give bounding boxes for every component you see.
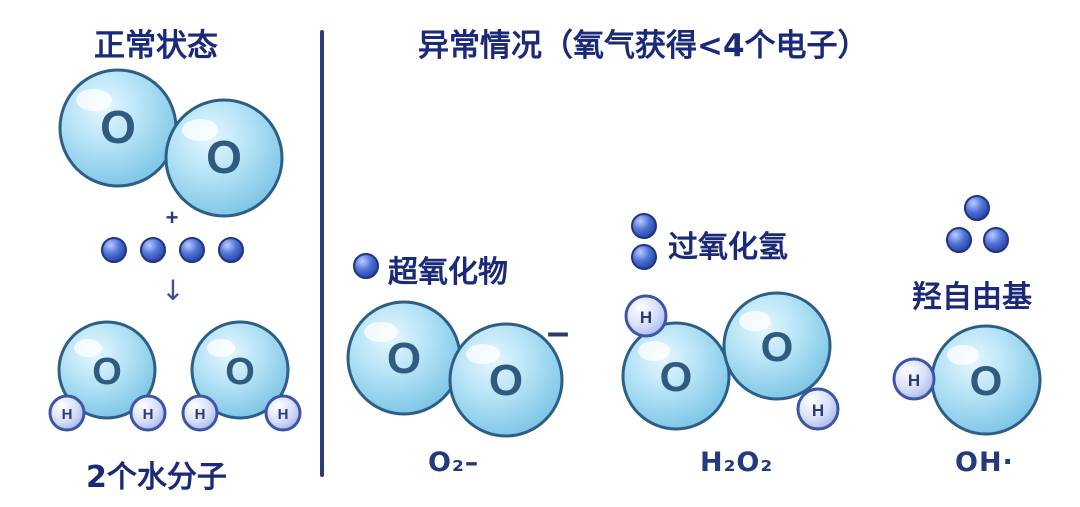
electron [101,237,127,263]
superoxide-electron [353,253,379,279]
hydrogen-atom [892,357,936,401]
normal-state-title: 正常状态 [94,28,218,64]
peroxide-label: 过氧化氢 [668,230,788,265]
hydrogen-symbol: H [195,406,206,423]
water-molecule: O H H [48,320,167,432]
oxygen-atom: O [164,98,284,218]
oxygen-symbol: O [489,356,523,405]
hydroxyl-formula: OH· [955,447,1014,478]
hydrogen-atom [48,394,86,432]
oxygen-symbol: O [387,334,421,383]
negative-charge: – [547,310,569,354]
hydrogen-atom [796,387,840,431]
peroxide-electron [631,213,657,239]
oxygen-symbol: O [92,351,122,393]
hydroxyl-electrons [946,195,1009,253]
hydrogen-symbol: H [143,406,154,423]
oxygen-symbol: O [100,101,136,153]
electron [946,227,972,253]
superoxide-molecule: O O – [346,300,569,438]
electron [140,237,166,263]
oxygen-symbol: O [225,351,255,393]
peroxide-electron [631,244,657,270]
hydrogen-symbol: H [908,371,920,390]
peroxide-molecule: O O H H [621,291,840,431]
water-molecule: O H H [181,320,302,432]
hydroxyl-molecule: O H [892,324,1042,436]
hydrogen-symbol: H [640,308,652,327]
oxygen-symbol: O [761,323,794,370]
electron [179,237,205,263]
electron [218,237,244,263]
oxygen-symbol: O [206,131,242,183]
hydrogen-atom [264,394,302,432]
peroxide-formula: H₂O₂ [700,447,774,478]
hydrogen-atom [624,294,668,338]
hydrogen-atom [129,394,167,432]
superoxide-label: 超氧化物 [388,255,508,290]
hydrogen-symbol: H [812,401,824,420]
electron [964,195,990,221]
oxygen-symbol: O [970,357,1003,404]
superoxide-formula: O₂– [428,447,480,478]
oxygen-atom: O [58,68,178,188]
water-label: 2个水分子 [86,460,227,495]
hydrogen-atom [181,394,219,432]
down-arrow-icon: ↓ [161,274,184,307]
hydroxyl-label: 羟自由基 [912,280,1032,315]
oxygen-symbol: O [660,353,693,400]
electron [983,227,1009,253]
hydrogen-symbol: H [278,406,289,423]
plus-sign: + [166,205,179,230]
normal-oxygen-molecule: O O [58,68,284,218]
abnormal-state-title: 异常情况（氧气获得<4个电子） [418,28,869,64]
hydrogen-symbol: H [62,406,73,423]
normal-electrons [101,237,244,263]
